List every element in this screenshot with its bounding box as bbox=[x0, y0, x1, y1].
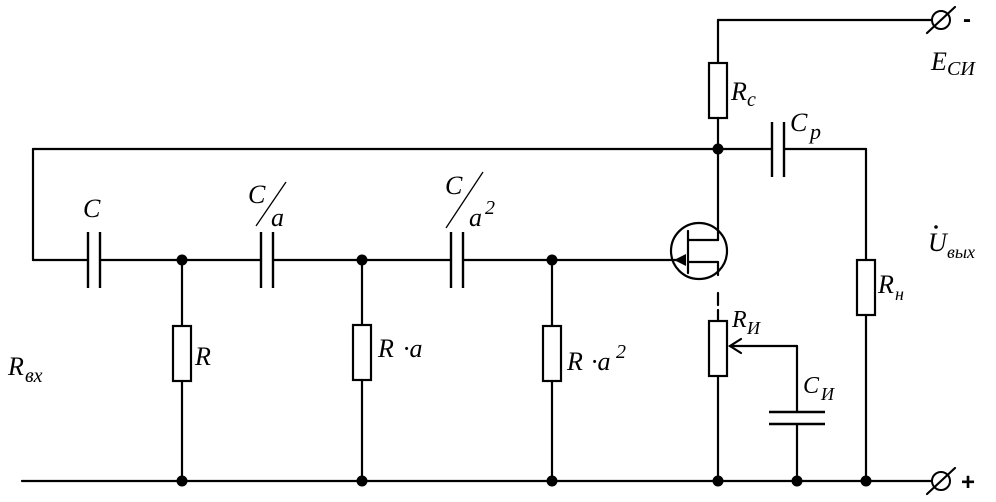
svg-text:СИ: СИ bbox=[947, 58, 976, 80]
positive-terminal bbox=[925, 466, 957, 496]
jfet-transistor bbox=[669, 221, 729, 281]
svg-text:R: R bbox=[877, 270, 894, 299]
svg-text:2: 2 bbox=[616, 341, 626, 363]
capacitor-c-over-a-squared bbox=[449, 232, 465, 288]
label-uvyx: U вых bbox=[928, 225, 975, 262]
svg-text:вых: вых bbox=[947, 242, 975, 262]
label-rn: R н bbox=[877, 270, 904, 304]
negative-terminal bbox=[925, 5, 957, 35]
svg-text:И: И bbox=[820, 384, 835, 404]
svg-text:2: 2 bbox=[485, 197, 495, 219]
plus-sign: + bbox=[961, 469, 975, 496]
svg-text:вх: вх bbox=[25, 365, 43, 387]
resistor-r bbox=[171, 324, 193, 383]
svg-text:p: p bbox=[808, 119, 821, 144]
svg-text:C: C bbox=[248, 180, 266, 209]
label-esi: E СИ bbox=[930, 47, 976, 80]
svg-text:·a: ·a bbox=[591, 347, 611, 376]
svg-text:R: R bbox=[566, 347, 583, 376]
source-capacitor-ci bbox=[769, 410, 825, 483]
label-ci: C И bbox=[803, 373, 835, 404]
label-rc: R c bbox=[730, 77, 756, 111]
svg-text:R: R bbox=[731, 307, 747, 333]
svg-text:a: a bbox=[271, 203, 284, 232]
capacitor-c-over-a bbox=[259, 232, 275, 288]
svg-text:·a: ·a bbox=[403, 334, 423, 363]
capacitor-c bbox=[86, 232, 102, 288]
coupling-capacitor-cp bbox=[716, 122, 868, 177]
svg-text:R: R bbox=[7, 352, 24, 381]
source-resistor-ri bbox=[707, 319, 729, 378]
svg-text:C: C bbox=[445, 171, 463, 200]
junction-dots bbox=[176, 143, 872, 487]
label-c: C bbox=[83, 194, 101, 223]
svg-text:c: c bbox=[747, 89, 756, 111]
label-r-times-a-squared: R ·a 2 bbox=[566, 341, 626, 376]
label-cp: C p bbox=[790, 108, 821, 144]
potentiometer-wiper bbox=[727, 337, 799, 414]
resistor-r-times-a bbox=[351, 323, 373, 382]
label-c-over-a-squared: C a 2 bbox=[445, 171, 495, 232]
drain-resistor-rc bbox=[707, 61, 729, 120]
svg-text:R: R bbox=[377, 334, 394, 363]
label-ri: R И bbox=[731, 307, 761, 338]
label-r-times-a: R ·a bbox=[377, 334, 423, 363]
label-r: R bbox=[194, 342, 211, 371]
svg-text:н: н bbox=[895, 284, 904, 304]
svg-text:C: C bbox=[790, 108, 808, 137]
gate-arrow-icon bbox=[674, 254, 686, 266]
svg-text:И: И bbox=[746, 318, 761, 338]
svg-text:U: U bbox=[928, 228, 949, 257]
load-resistor-rn bbox=[855, 258, 877, 317]
top-supply-rail bbox=[716, 18, 935, 65]
label-rvx: R вх bbox=[7, 352, 43, 387]
feedback-wire bbox=[31, 147, 720, 262]
svg-text:E: E bbox=[930, 47, 947, 76]
svg-text:a: a bbox=[469, 203, 482, 232]
svg-text:C: C bbox=[803, 373, 820, 399]
label-c-over-a: C a bbox=[248, 180, 287, 232]
minus-sign: - bbox=[963, 6, 971, 33]
svg-text:R: R bbox=[730, 77, 747, 106]
resistor-r-times-a-squared bbox=[541, 324, 563, 383]
